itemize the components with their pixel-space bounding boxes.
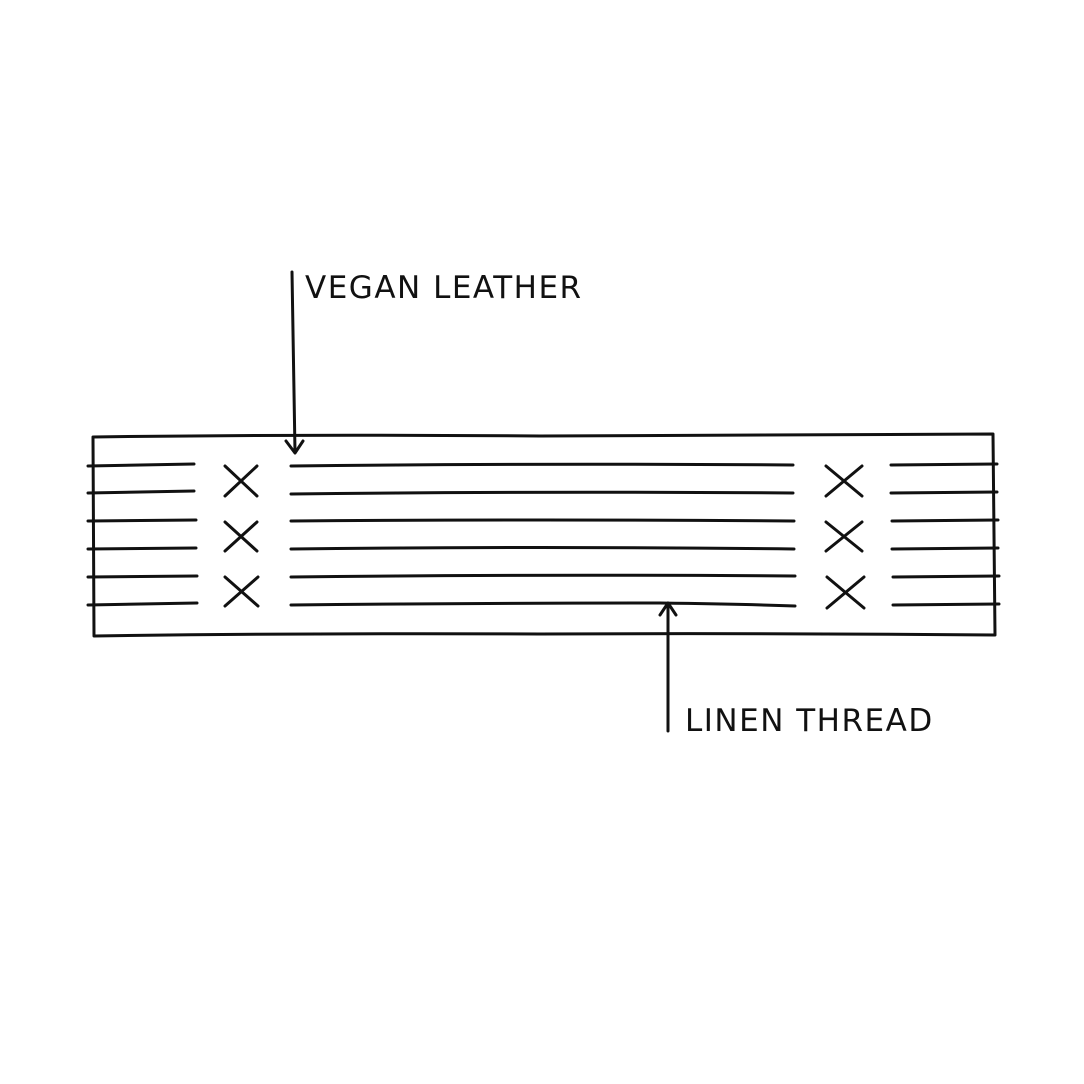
stitch-x-icon	[824, 520, 864, 553]
stitch-marks	[223, 464, 866, 610]
linen-thread-callout: LINEN THREAD	[658, 601, 934, 739]
strap-line-left	[86, 489, 196, 495]
arrow-up-icon	[658, 601, 678, 617]
strap-line-right	[889, 462, 999, 467]
vegan-leather-callout: VEGAN LEATHER	[284, 270, 583, 455]
strap-line-middle	[289, 518, 796, 523]
strap-line-right	[889, 490, 999, 495]
strap-lines	[86, 462, 1001, 608]
strap-line-middle	[289, 490, 795, 496]
strap-line-middle	[289, 601, 797, 608]
callout-line	[290, 270, 297, 454]
linen-thread-label: LINEN THREAD	[685, 703, 934, 739]
strap-line-right	[891, 574, 1001, 579]
strap-line-middle	[289, 546, 796, 551]
strap-outline	[91, 432, 997, 638]
vegan-leather-label: VEGAN LEATHER	[305, 270, 583, 306]
stitch-x-icon	[223, 464, 259, 498]
strap-line-left	[86, 462, 196, 468]
strap-line-left	[86, 518, 198, 523]
strap-line-middle	[289, 573, 797, 579]
stitch-x-icon	[824, 464, 864, 498]
strap-line-left	[86, 601, 199, 607]
stitch-x-icon	[223, 520, 259, 553]
stitch-x-icon	[825, 575, 866, 610]
strap-line-right	[890, 546, 1000, 551]
strap-line-middle	[289, 462, 795, 468]
strap-line-right	[891, 602, 1001, 607]
strap-line-left	[86, 574, 199, 579]
arrow-down-icon	[284, 439, 305, 455]
stitch-x-icon	[223, 575, 260, 608]
strap-line-right	[890, 518, 1000, 523]
strap-line-left	[86, 546, 198, 551]
